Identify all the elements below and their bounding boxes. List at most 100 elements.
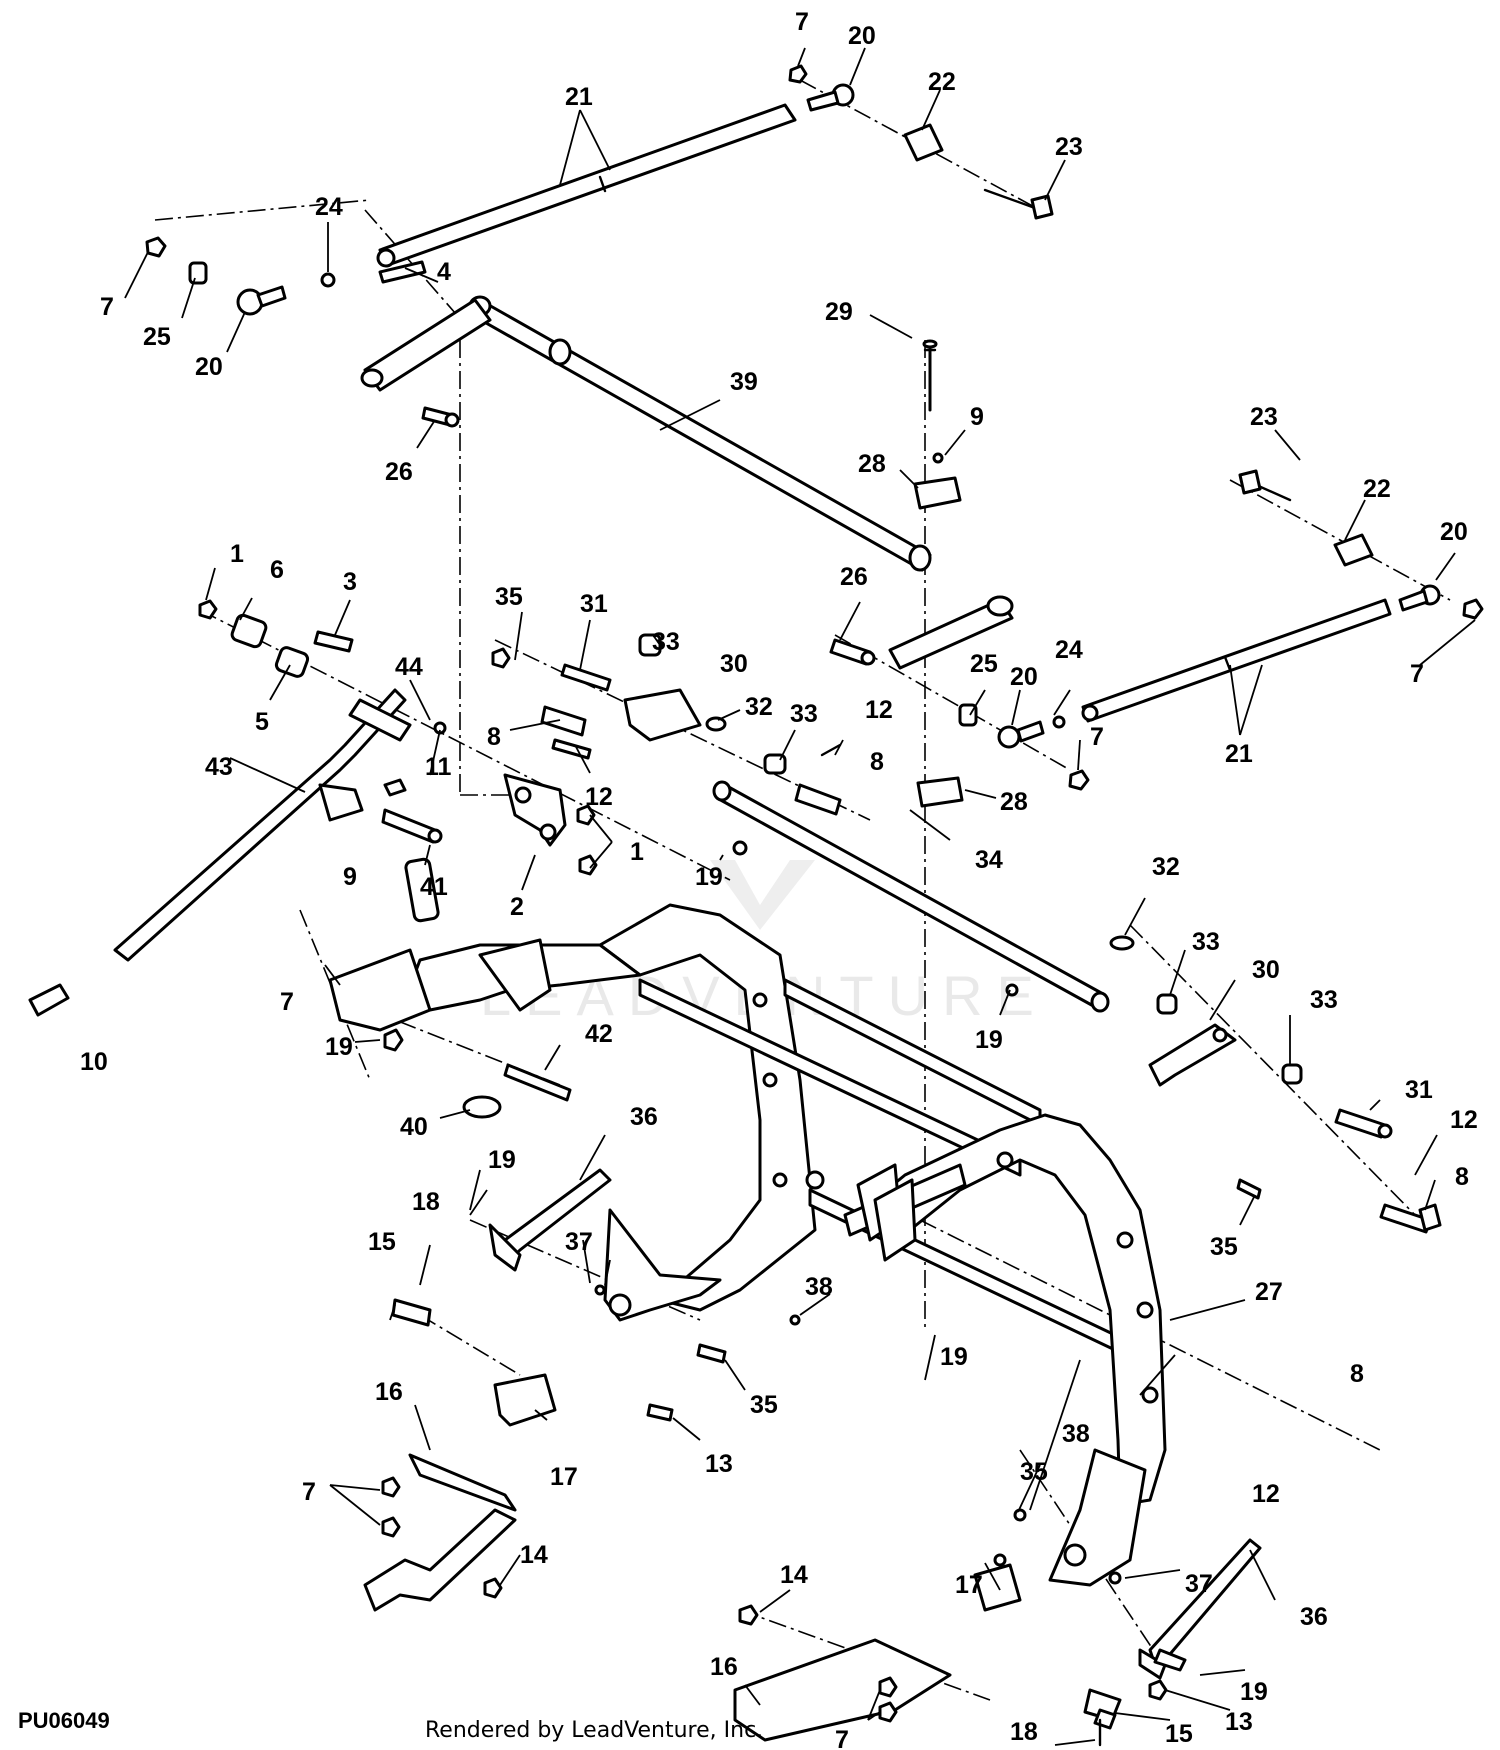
leader-lines	[124, 47, 1476, 1746]
clamp-hardware	[913, 339, 964, 808]
callout-8: 8	[1455, 1163, 1469, 1191]
callout-38: 38	[805, 1273, 833, 1301]
callout-44: 44	[395, 653, 423, 681]
callout-20: 20	[1440, 518, 1468, 546]
callout-19: 19	[325, 1033, 353, 1061]
callout-7: 7	[835, 1726, 849, 1750]
callout-17: 17	[550, 1463, 578, 1491]
callout-20: 20	[195, 353, 223, 381]
callout-1: 1	[630, 838, 644, 866]
callout-1: 1	[230, 540, 244, 568]
callout-7: 7	[100, 293, 114, 321]
callout-2: 2	[510, 893, 524, 921]
callout-25: 25	[143, 323, 171, 351]
callout-8: 8	[870, 748, 884, 776]
callout-5: 5	[255, 708, 269, 736]
callout-22: 22	[1363, 475, 1391, 503]
callout-33: 33	[1310, 986, 1338, 1014]
callout-24: 24	[1055, 636, 1083, 664]
right-lower-hardware	[733, 1508, 1262, 1747]
callout-12: 12	[585, 783, 613, 811]
callout-40: 40	[400, 1113, 428, 1141]
callout-28: 28	[858, 450, 886, 478]
callout-12: 12	[1252, 1480, 1280, 1508]
callout-32: 32	[745, 693, 773, 721]
callout-4: 4	[437, 258, 451, 286]
callout-14: 14	[520, 1541, 548, 1569]
callout-42: 42	[585, 1020, 613, 1048]
callout-11: 11	[425, 753, 452, 781]
callout-19: 19	[940, 1343, 968, 1371]
cross-shaft	[712, 780, 1110, 1013]
callout-37: 37	[565, 1228, 593, 1256]
callout-18: 18	[412, 1188, 440, 1216]
callout-21: 21	[1225, 740, 1253, 768]
callout-7: 7	[280, 988, 294, 1016]
callout-19: 19	[975, 1026, 1003, 1054]
callout-33: 33	[1192, 928, 1220, 956]
callout-10: 10	[80, 1048, 108, 1076]
callout-9: 9	[343, 863, 357, 891]
main-frame	[328, 903, 1167, 1587]
rock-shaft	[360, 260, 1014, 670]
callout-34: 34	[975, 846, 1003, 874]
callout-28: 28	[1000, 788, 1028, 816]
callout-32: 32	[1152, 853, 1180, 881]
callout-16: 16	[710, 1653, 738, 1681]
callout-7: 7	[1090, 723, 1104, 751]
figure-id: PU06049	[18, 1708, 110, 1733]
right-frame-hardware	[1005, 935, 1442, 1234]
callout-20: 20	[1010, 663, 1038, 691]
callout-7: 7	[1410, 660, 1424, 688]
tie-rod-upper	[376, 64, 1054, 268]
callout-23: 23	[1055, 133, 1083, 161]
callout-27: 27	[1255, 1278, 1283, 1306]
callout-22: 22	[928, 68, 956, 96]
callout-26: 26	[840, 563, 868, 591]
left-lower-hardware	[363, 1028, 801, 1612]
callout-24: 24	[315, 193, 343, 221]
callout-36: 36	[630, 1103, 658, 1131]
callout-37: 37	[1185, 1570, 1213, 1598]
callout-30: 30	[720, 650, 748, 678]
callout-19: 19	[1240, 1678, 1268, 1706]
callout-35: 35	[1210, 1233, 1238, 1261]
callout-31: 31	[1405, 1076, 1433, 1104]
callout-20: 20	[848, 22, 876, 50]
credit-text: Rendered by LeadVenture, Inc.	[425, 1718, 764, 1743]
callout-36: 36	[1300, 1603, 1328, 1631]
callout-15: 15	[368, 1228, 396, 1256]
callout-26: 26	[385, 458, 413, 486]
pedal-assembly	[28, 599, 842, 1017]
callout-13: 13	[705, 1450, 733, 1478]
callout-8: 8	[487, 723, 501, 751]
tie-rod-lower	[829, 469, 1484, 791]
callout-41: 41	[420, 873, 448, 901]
callout-labels: 7 20 22 23 21 24 4 7 25 20 26 39 29 9 28…	[80, 8, 1478, 1750]
callout-19: 19	[488, 1146, 516, 1174]
tie-rod-upper-left-hardware	[145, 236, 336, 316]
callout-35: 35	[495, 583, 523, 611]
callout-14: 14	[780, 1561, 808, 1589]
callout-13: 13	[1225, 1708, 1253, 1736]
callout-21: 21	[565, 83, 593, 111]
callout-33: 33	[790, 700, 818, 728]
callout-35: 35	[750, 1391, 778, 1419]
callout-6: 6	[270, 556, 284, 584]
callout-18: 18	[1010, 1718, 1038, 1746]
callout-7: 7	[795, 8, 809, 36]
callout-19: 19	[695, 863, 723, 891]
callout-12: 12	[1450, 1106, 1478, 1134]
callout-16: 16	[375, 1378, 403, 1406]
callout-25: 25	[970, 650, 998, 678]
callout-8: 8	[1350, 1360, 1364, 1388]
callout-33: 33	[652, 628, 680, 656]
callout-29: 29	[825, 298, 853, 326]
callout-12: 12	[865, 696, 893, 724]
callout-9: 9	[970, 403, 984, 431]
callout-43: 43	[205, 753, 233, 781]
callout-23: 23	[1250, 403, 1278, 431]
callout-30: 30	[1252, 956, 1280, 984]
callout-17: 17	[955, 1571, 983, 1599]
callout-35: 35	[1020, 1458, 1048, 1486]
